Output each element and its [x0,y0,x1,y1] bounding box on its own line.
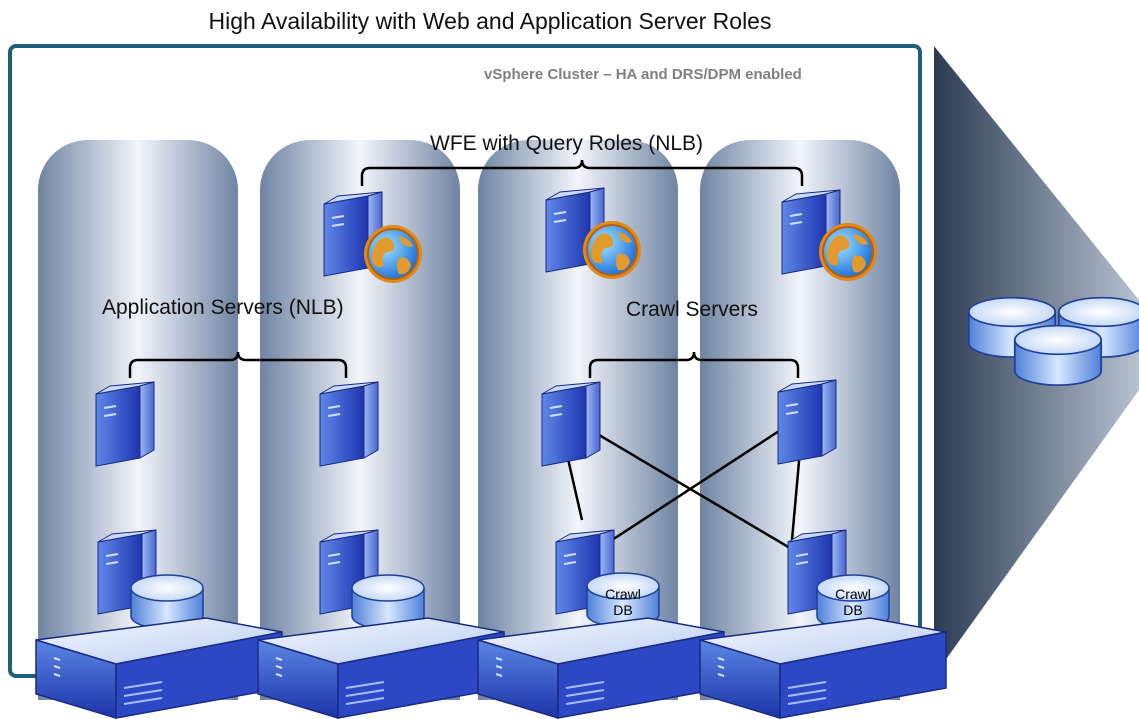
crawl-servers-bracket [588,351,800,378]
crawl-db-line2: DB [843,602,863,618]
wfe-bracket [360,159,804,186]
crawl-db-label-2: Crawl DB [823,586,883,618]
crawl-db-line2: DB [613,602,633,618]
app-group-label: Application Servers (NLB) [102,296,344,319]
cluster-label: vSphere Cluster – HA and DRS/DPM enabled [484,66,802,83]
diagram-title: High Availability with Web and Applicati… [208,8,772,34]
app-server-1 [95,381,155,467]
app-server-2 [319,381,379,467]
crawl-db-line1: Crawl [835,586,871,602]
globe-icon [363,224,423,284]
crawl-db-line1: Crawl [605,586,641,602]
wfe-group-label: WFE with Query Roles (NLB) [430,132,704,155]
crawl-server-2 [777,379,837,465]
crawl-server-1 [541,381,601,467]
crawl-group-label: Crawl Servers [626,298,758,321]
crawl-connections [564,418,802,550]
app-servers-bracket [128,351,348,378]
crawl-db-label-1: Crawl DB [593,586,653,618]
globe-icon [818,222,878,282]
globe-icon [582,220,642,280]
